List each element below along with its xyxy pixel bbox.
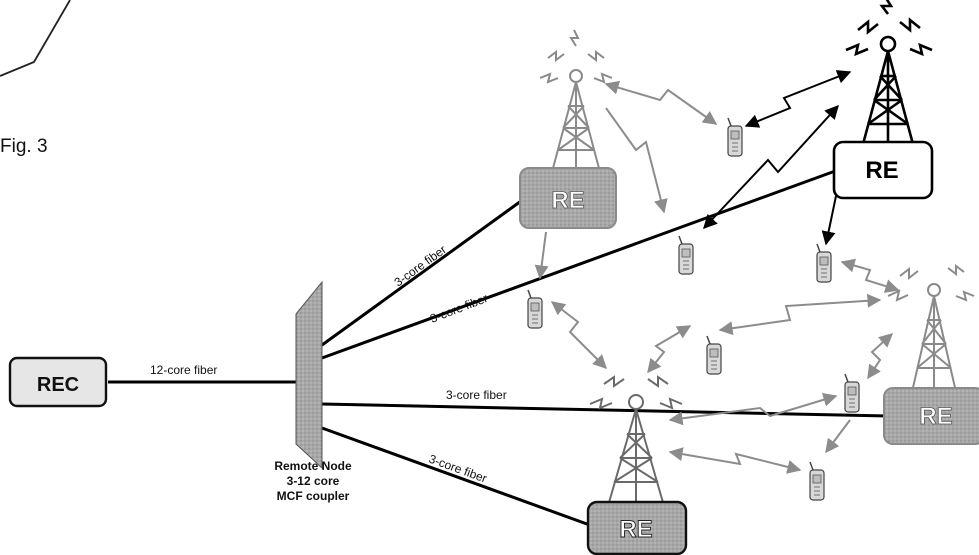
tower-right (887, 264, 975, 393)
remote-node-line-2: 3-12 core (286, 474, 340, 488)
re-top-label: RE (551, 187, 584, 214)
phone-icon (816, 243, 832, 283)
rec-label: REC (37, 374, 79, 396)
fiber-links (108, 168, 889, 530)
phone-icon (678, 235, 694, 275)
tower-right-top (845, 0, 933, 149)
rec-box: REC (8, 356, 108, 408)
wireless-links-black (703, 70, 852, 246)
phone-icon (706, 335, 722, 375)
wireless-links-grey (534, 80, 900, 474)
re-box-top: RE (519, 167, 617, 229)
re-bottom-label: RE (619, 516, 652, 543)
fiber-label-3: 3-core fiber (446, 388, 507, 402)
fiber-branch-1 (321, 194, 529, 347)
remote-node-line-1: Remote Node (274, 459, 352, 473)
figure-label: Fig. 3 (0, 136, 48, 157)
tower-bottom (589, 375, 683, 507)
re-box-right-top: RE (832, 140, 934, 200)
phone-icon (809, 461, 825, 501)
fiber-branch-4 (321, 426, 599, 530)
tower-top (539, 29, 613, 173)
remote-node-line-3: MCF coupler (276, 489, 350, 503)
fiber-label-1: 3-core fiber (392, 242, 449, 289)
figure-outline (0, 0, 71, 77)
remote-node-coupler (295, 280, 323, 470)
re-right-top-label: RE (865, 157, 898, 184)
re-right-label: RE (919, 403, 952, 430)
re-box-bottom: RE (586, 500, 688, 555)
phone-icon (527, 289, 543, 329)
remote-node-caption: Remote Node 3-12 core MCF coupler (262, 459, 364, 504)
fiber-label-trunk: 12-core fiber (150, 363, 217, 377)
re-box-right: RE (883, 387, 979, 445)
phone-icon (844, 373, 860, 413)
phone-icon (727, 117, 743, 157)
fiber-label-2: 3-core fiber (428, 291, 490, 326)
